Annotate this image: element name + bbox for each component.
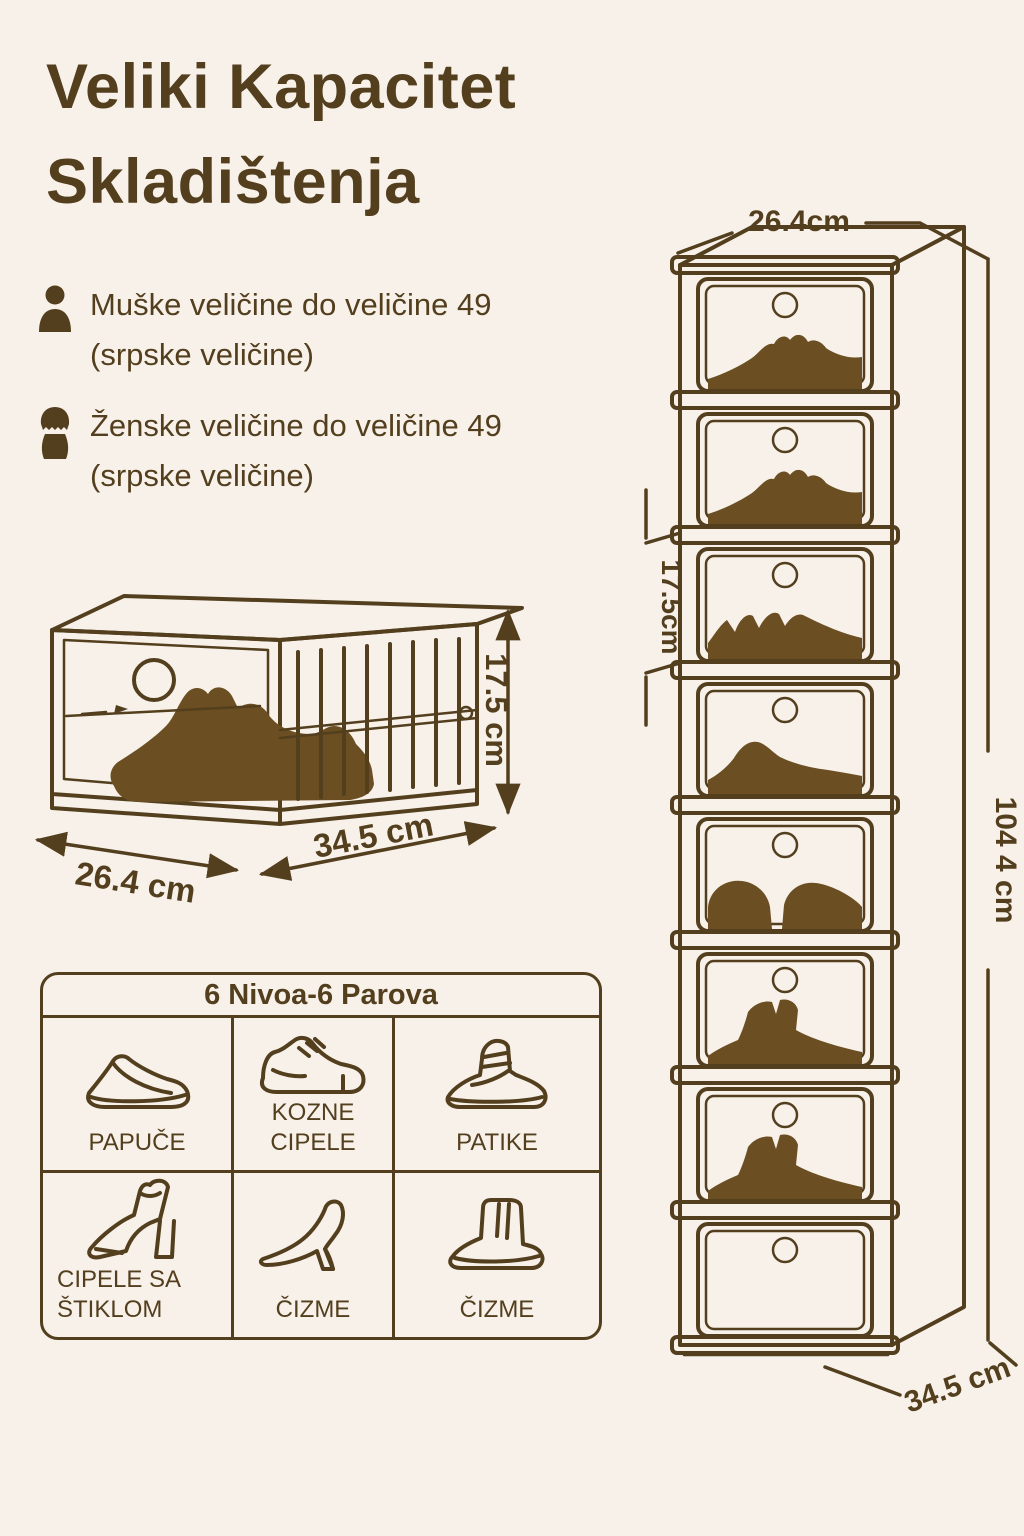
stack-level-5 bbox=[696, 817, 874, 933]
capacity-cell-heels: ČIZME bbox=[231, 1173, 392, 1337]
stack-level-8 bbox=[696, 1222, 874, 1338]
title-line-1: Veliki Kapacitet bbox=[46, 52, 517, 122]
shoe-silhouette bbox=[110, 687, 374, 802]
boot-icon bbox=[441, 1173, 553, 1295]
capacity-cell-heeled-shoes: CIPELE SA ŠTIKLOM bbox=[43, 1173, 231, 1337]
feature-men-line2: (srpske veličine) bbox=[90, 336, 314, 372]
sneaker-icon bbox=[442, 1018, 552, 1128]
door-latch-rail bbox=[64, 704, 262, 718]
cell-label: ČIZME bbox=[459, 1296, 535, 1323]
stack-total-height-label: 104 4 cm bbox=[989, 797, 1022, 924]
capacity-table: 6 Nivoa-6 Parova PAPUČE bbox=[40, 972, 602, 1340]
male-user-icon bbox=[36, 280, 74, 334]
cell-label: KOZNE CIPELE bbox=[270, 1099, 356, 1156]
slide-rail bbox=[278, 708, 479, 740]
capacity-cell-sneakers: PATIKE bbox=[392, 1018, 599, 1170]
stack-width-lines bbox=[676, 221, 990, 261]
stack-depth-lines bbox=[823, 1341, 1018, 1397]
stack-level-3 bbox=[696, 547, 874, 663]
stack-figure: 26.4cm 17.5cm 104 4 cm 34.5 cm bbox=[644, 205, 1022, 1420]
stack-width-label: 26.4cm bbox=[748, 205, 850, 238]
stack-level-4 bbox=[696, 682, 874, 798]
feature-list: Muške veličine do veličine 49 (srpske ve… bbox=[36, 280, 636, 522]
female-user-icon bbox=[36, 401, 74, 461]
capacity-table-header: 6 Nivoa-6 Parova bbox=[43, 975, 599, 1018]
feature-women-line2: (srpske veličine) bbox=[90, 457, 314, 493]
capacity-cell-dress-shoes: KOZNE CIPELE bbox=[231, 1018, 392, 1170]
stack-level-7 bbox=[696, 1087, 874, 1203]
page-title: Veliki Kapacitet Skladištenja bbox=[46, 40, 516, 229]
feature-women-line1: Ženske veličine do veličine 49 bbox=[90, 408, 502, 444]
stack-level-1 bbox=[696, 277, 874, 393]
stack-front-outline bbox=[678, 263, 894, 1347]
feature-women-sizes: Ženske veličine do veličine 49 (srpske v… bbox=[36, 401, 636, 500]
capacity-row-1: PAPUČE KOZNE CIPELE bbox=[43, 1018, 599, 1170]
cell-label: PATIKE bbox=[456, 1129, 538, 1156]
capacity-row-2: CIPELE SA ŠTIKLOM ČIZME bbox=[43, 1170, 599, 1337]
stack-depth-label: 34.5 cm bbox=[900, 1351, 1015, 1420]
capacity-cell-boots: ČIZME bbox=[392, 1173, 599, 1337]
high-heel-icon bbox=[257, 1173, 369, 1295]
width-dimension-line bbox=[34, 831, 240, 879]
heeled-shoe-icon bbox=[82, 1173, 192, 1265]
single-box-figure: 26.4 cm 34.5 cm 17.5 cm bbox=[34, 594, 524, 910]
height-dimension-label: 17.5 cm bbox=[479, 653, 514, 767]
stack-level-height-lines bbox=[644, 488, 682, 727]
capacity-cell-slippers: PAPUČE bbox=[43, 1018, 231, 1170]
feature-men-line1: Muške veličine do veličine 49 bbox=[90, 287, 492, 322]
vent-hole bbox=[132, 658, 176, 702]
depth-dimension-line bbox=[258, 821, 498, 881]
rail-screw bbox=[458, 705, 474, 721]
cell-label: PAPUČE bbox=[88, 1129, 186, 1156]
stack-level-6 bbox=[696, 952, 874, 1068]
cell-label: ČIZME bbox=[275, 1296, 351, 1323]
title-line-2: Skladištenja bbox=[46, 146, 420, 217]
dress-shoe-icon bbox=[255, 1018, 371, 1098]
feature-men-sizes: Muške veličine do veličine 49 (srpske ve… bbox=[36, 280, 636, 379]
slipper-icon bbox=[77, 1018, 197, 1128]
latch-arrow bbox=[114, 705, 128, 714]
stack-level-2 bbox=[696, 412, 874, 528]
stack-side-face bbox=[890, 225, 966, 1347]
cell-label: CIPELE SA ŠTIKLOM bbox=[57, 1266, 180, 1323]
front-slats bbox=[296, 637, 461, 801]
stack-level-height-label: 17.5cm bbox=[656, 560, 687, 655]
